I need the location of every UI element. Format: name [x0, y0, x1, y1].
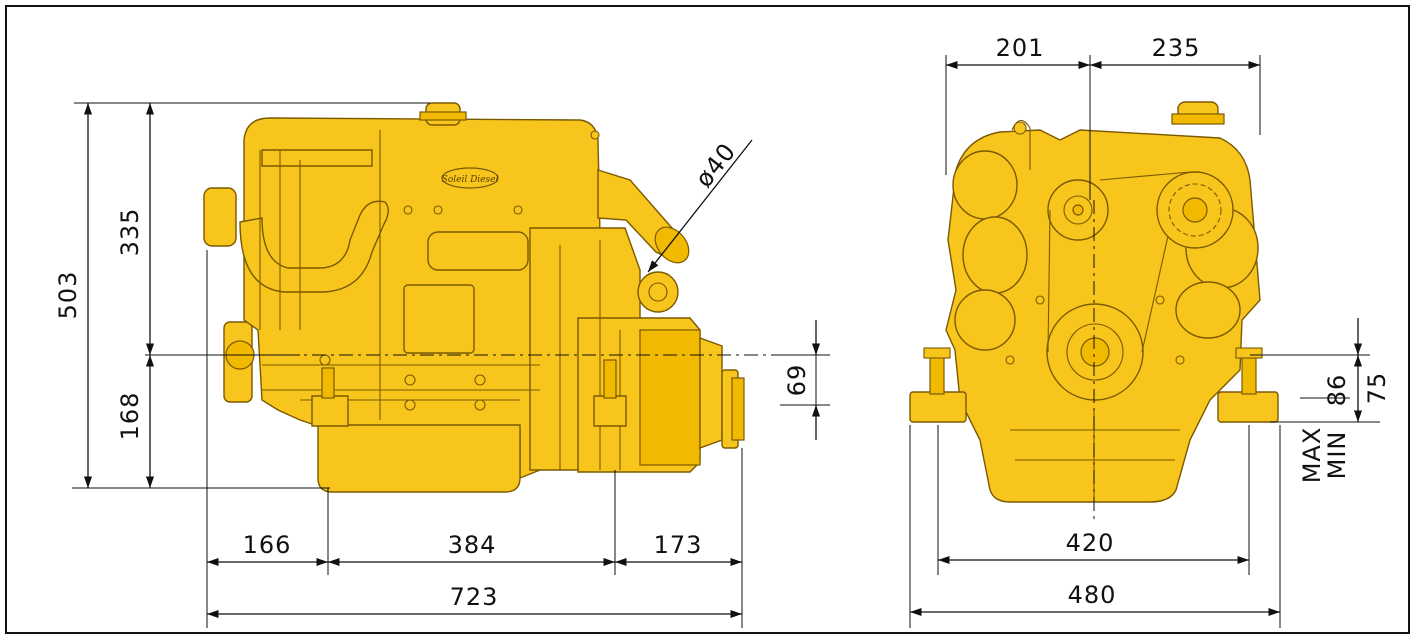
- dim-173: 173: [654, 531, 703, 559]
- front-view-engine: [909, 101, 1279, 503]
- dim-384: 384: [448, 531, 497, 559]
- engine-badge: Soleil Diesel: [442, 175, 499, 185]
- dim-69: 69: [783, 364, 811, 397]
- dim-75: 75: [1363, 372, 1391, 405]
- dim-335: 335: [116, 208, 144, 257]
- frame-border: [5, 5, 1410, 634]
- front-view-dimensions: 201 235 86 75 MAX MIN 420 480: [909, 34, 1391, 628]
- dim-235: 235: [1152, 34, 1201, 62]
- dim-480: 480: [1068, 581, 1117, 609]
- side-view-engine: Soleil Diesel: [203, 102, 745, 493]
- side-view-dimensions: 503 335 168 69 ø40 166 384 173 723: [54, 102, 830, 628]
- dim-503: 503: [54, 271, 82, 320]
- dim-exhaust-40: ø40: [690, 137, 742, 192]
- dim-420: 420: [1066, 529, 1115, 557]
- dim-168: 168: [116, 392, 144, 441]
- label-max: MAX: [1298, 427, 1326, 484]
- label-min: MIN: [1323, 431, 1351, 480]
- dim-723: 723: [450, 583, 499, 611]
- dim-86: 86: [1323, 374, 1351, 407]
- dim-201: 201: [996, 34, 1045, 62]
- dim-166: 166: [243, 531, 292, 559]
